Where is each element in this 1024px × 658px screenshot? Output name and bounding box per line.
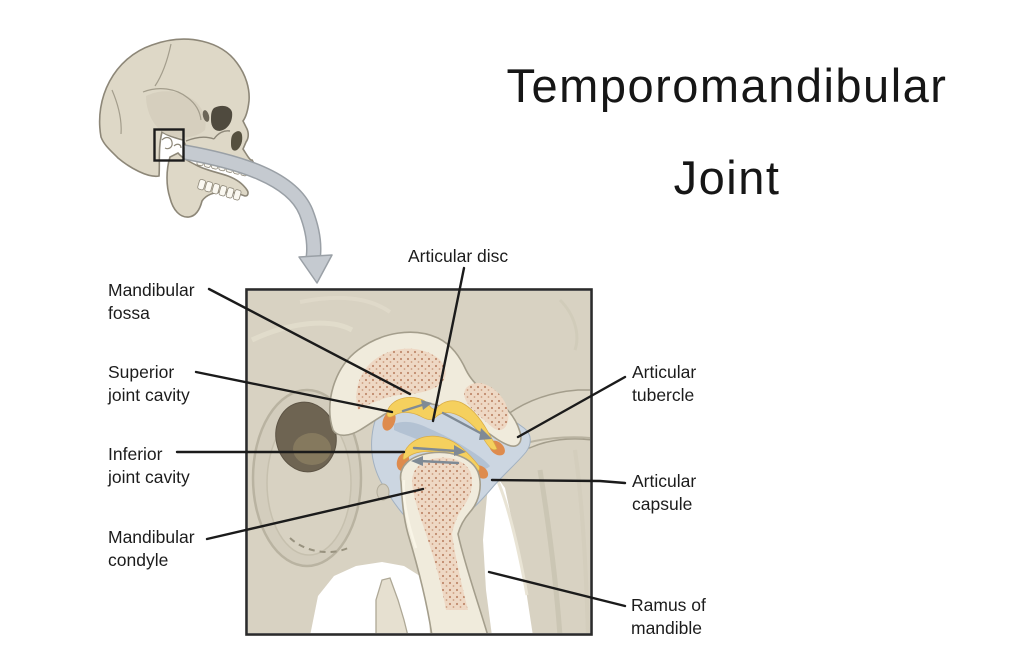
- label-inferior-joint-cavity: Inferior joint cavity: [108, 444, 190, 487]
- skull-sutures: [111, 43, 202, 135]
- tmj-marker-box: [153, 128, 185, 162]
- condyle-spongy: [412, 457, 473, 610]
- bone-gap-right: [483, 470, 533, 633]
- joint-movement-arrows: [401, 400, 492, 466]
- skull-lower-teeth: [197, 179, 242, 201]
- label-ramus-of-mandible: Ramus of mandible: [631, 595, 706, 638]
- leader-mandibular-fossa: [207, 287, 412, 396]
- leader-articular-tubercle: [516, 375, 627, 439]
- skull-temporal-shading: [146, 91, 206, 138]
- skull-inset-illustration: [98, 38, 256, 218]
- condyle-edge-highlight: [402, 479, 418, 549]
- skull-eye-socket: [211, 105, 233, 131]
- styloid-process: [375, 577, 408, 633]
- detail-box-border: [245, 288, 593, 636]
- small-bone-stub: [376, 483, 390, 501]
- skull-zygomatic-arch: [185, 130, 231, 142]
- leader-superior-joint-cavity: [194, 370, 394, 414]
- joint-detail-illustration: [248, 291, 590, 633]
- skull-temporal-notch: [202, 110, 210, 122]
- zoom-arrow-band: [182, 145, 320, 260]
- temporal-bone-spongy: [356, 348, 509, 431]
- skull-nasal-aperture: [231, 131, 243, 151]
- label-mandibular-fossa: Mandibular fossa: [108, 280, 195, 323]
- leader-lines: [175, 266, 627, 608]
- label-articular-capsule: Articular capsule: [632, 471, 697, 514]
- label-articular-disc: Articular disc: [408, 246, 509, 266]
- label-articular-tubercle: Articular tubercle: [632, 362, 697, 405]
- zoom-arrow: [182, 144, 333, 284]
- leader-ramus-of-mandible: [487, 570, 627, 608]
- leader-articular-disc: [431, 266, 466, 423]
- skull-tmj-detail: [161, 136, 182, 150]
- zoom-arrow-head: [298, 254, 333, 284]
- label-mandibular-condyle: Mandibular condyle: [108, 527, 195, 570]
- page-title-line-2: Joint: [673, 151, 781, 204]
- leader-articular-capsule: [490, 478, 627, 485]
- page-title-line-1: Temporomandibular: [506, 59, 948, 112]
- label-superior-joint-cavity: Superior joint cavity: [108, 362, 190, 405]
- leader-mandibular-condyle: [205, 487, 425, 541]
- ramus-shading: [537, 449, 590, 633]
